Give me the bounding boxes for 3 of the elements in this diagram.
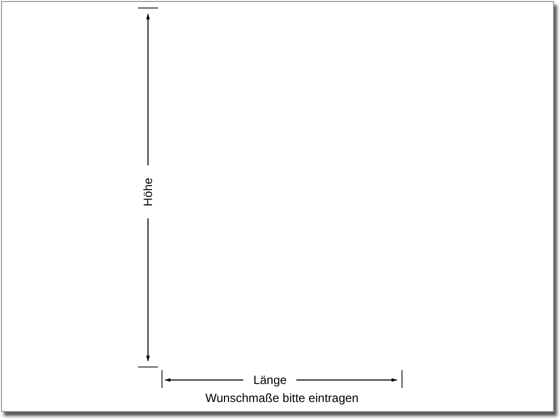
dimension-label: Höhe (141, 166, 155, 218)
dimension-label: Länge (243, 373, 297, 387)
caption-text: Wunschmaße bitte eintragen (204, 391, 360, 405)
